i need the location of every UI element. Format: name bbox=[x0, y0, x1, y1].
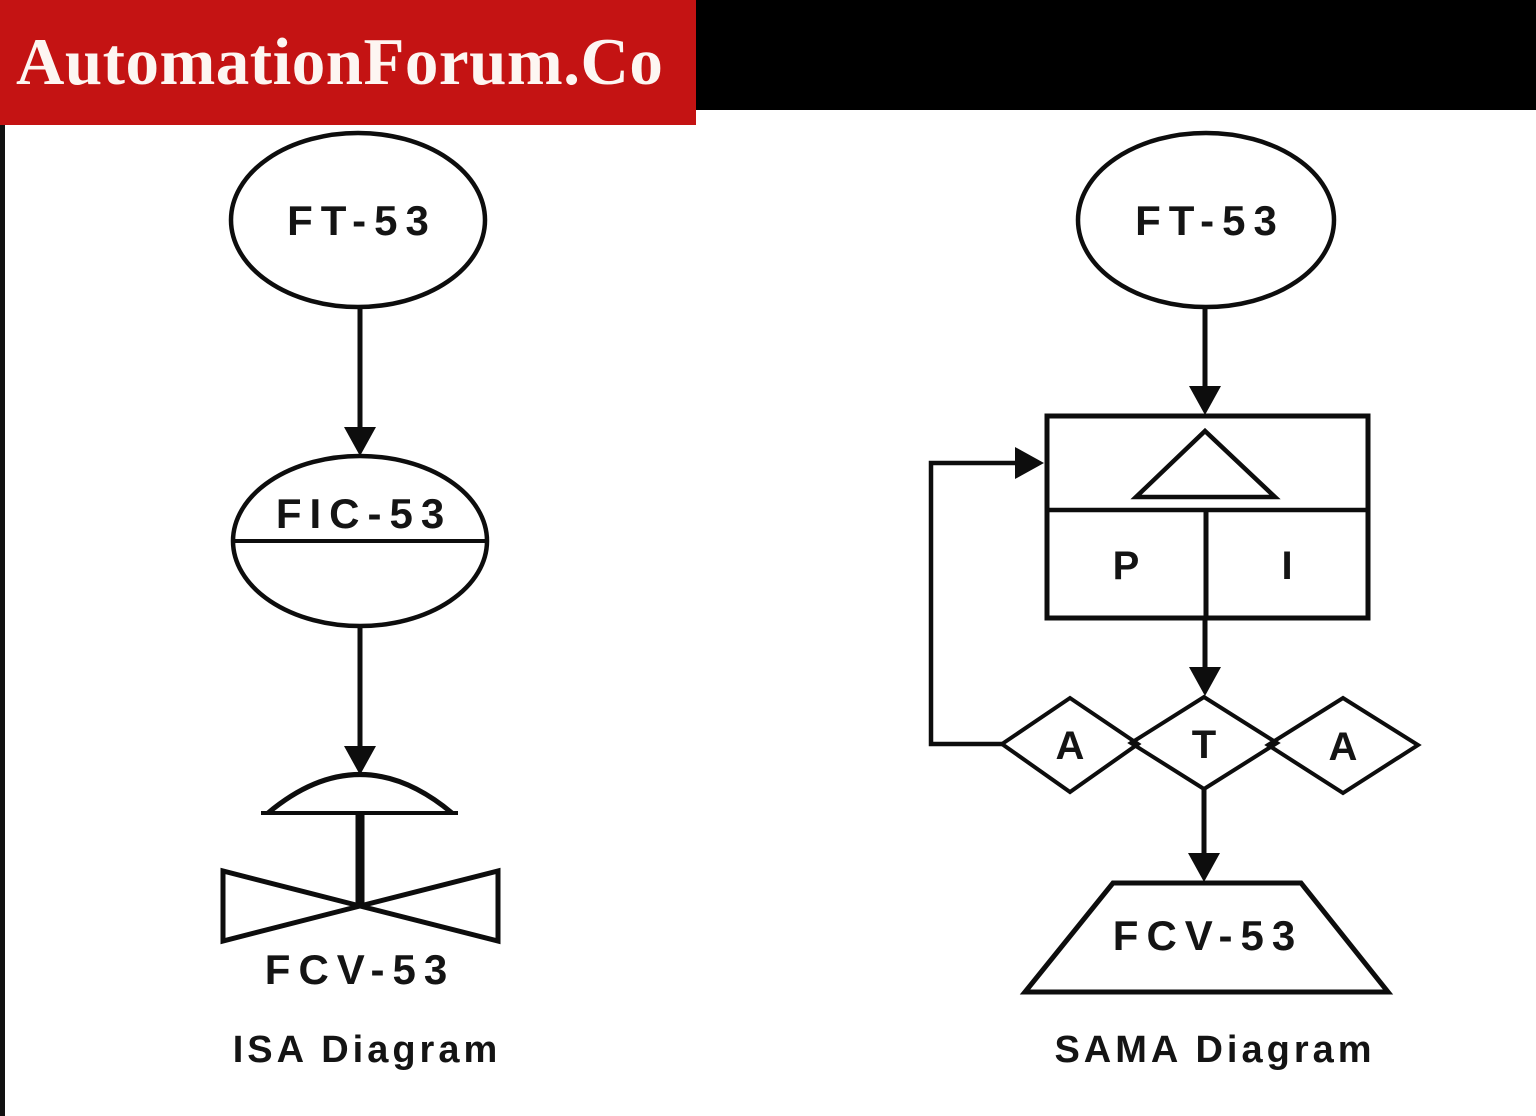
sama-integral-label: I bbox=[1281, 544, 1292, 588]
sama-feedback-line bbox=[928, 460, 1016, 747]
sama-proportional-label: P bbox=[1113, 544, 1140, 588]
sama-valve-trapezoid bbox=[1019, 880, 1394, 995]
sama-diamond-left-auto bbox=[998, 695, 1142, 795]
brand-logo-text: AutomationForum.Co bbox=[16, 25, 664, 99]
sama-diagram-group: FT-53 P I A T A bbox=[928, 130, 1422, 1071]
sama-transmitter-label: FT-53 bbox=[1135, 197, 1285, 244]
sama-arrowhead-switch-valve bbox=[1188, 853, 1220, 882]
isa-valve-body-right bbox=[359, 867, 501, 945]
top-black-bar bbox=[696, 0, 1536, 110]
isa-arrowhead-fic-valve bbox=[344, 746, 376, 775]
sama-diamond-transfer bbox=[1127, 694, 1281, 792]
sama-caption: SAMA Diagram bbox=[1054, 1029, 1375, 1071]
sama-delta-triangle bbox=[1130, 427, 1281, 500]
isa-caption: ISA Diagram bbox=[233, 1029, 502, 1071]
isa-valve-actuator-dome bbox=[266, 772, 454, 815]
isa-transmitter-bubble bbox=[228, 130, 488, 310]
isa-valve-label: FCV-53 bbox=[265, 946, 455, 993]
isa-controller-label: FIC-53 bbox=[276, 490, 452, 537]
sama-left-auto-label: A bbox=[1056, 724, 1085, 768]
isa-arrowhead-ft-fic bbox=[344, 427, 376, 456]
isa-diagram-group: FT-53 FIC-53 FCV-53 ISA Diagram bbox=[220, 130, 502, 1071]
sama-right-auto-label: A bbox=[1329, 725, 1358, 769]
isa-transmitter-label: FT-53 bbox=[287, 197, 437, 244]
left-edge-border bbox=[0, 125, 5, 1116]
isa-valve-body-left bbox=[220, 867, 361, 945]
sama-valve-label: FCV-53 bbox=[1113, 912, 1303, 959]
sama-arrowhead-ft-pid bbox=[1189, 386, 1221, 415]
sama-arrowhead-pid-switch bbox=[1189, 667, 1221, 696]
sama-feedback-arrowhead bbox=[1015, 447, 1044, 479]
sama-transfer-label: T bbox=[1192, 723, 1216, 767]
sama-diamond-right-auto bbox=[1264, 695, 1422, 796]
brand-banner: AutomationForum.Co bbox=[0, 0, 696, 125]
